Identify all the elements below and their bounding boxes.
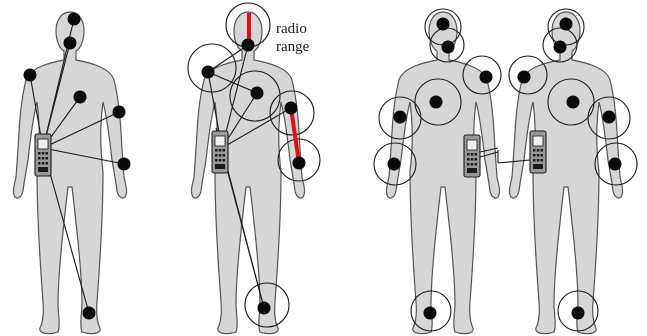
panel-multi-hop-topology: radio range [188,3,320,334]
sensor-node [74,91,87,104]
sensor-node [572,307,585,320]
sensor-node [560,18,573,31]
sensor-node [118,158,131,171]
sensor-node [293,157,306,170]
phone-icon [530,131,546,173]
sensor-node [424,307,437,320]
human-silhouette-3 [386,12,499,334]
panel-two-person-topology [374,9,637,334]
sensor-node [388,158,401,171]
sensor-node [603,111,616,124]
sensor-node [437,18,450,31]
phone-icon [464,135,480,177]
sensor-node [64,37,77,50]
sensor-node [113,106,126,119]
human-silhouette-4 [509,12,622,334]
sensor-node [242,39,255,52]
radio-range-label: radio range [276,21,310,55]
sensor-node [68,13,81,26]
sensor-node [202,66,215,79]
human-silhouette-2 [191,12,304,334]
sensor-node [554,41,567,54]
sensor-node [285,102,298,115]
sensor-node [251,87,264,100]
sensor-node [24,69,37,82]
phone-icon [35,134,51,176]
sensor-node [609,158,622,171]
sensor-node [567,96,580,109]
sensor-node [83,307,96,320]
panel-star-topology [13,12,130,334]
sensor-node [258,302,271,315]
sensor-node [430,96,443,109]
sensor-node [394,111,407,124]
sensor-node [442,41,455,54]
phone-icon [212,131,228,173]
sensor-node [518,71,531,84]
radio-range-label-line1: radio [276,21,307,37]
sensor-node [480,71,493,84]
human-silhouette-1 [13,12,126,334]
radio-range-label-line2: range [276,39,310,55]
